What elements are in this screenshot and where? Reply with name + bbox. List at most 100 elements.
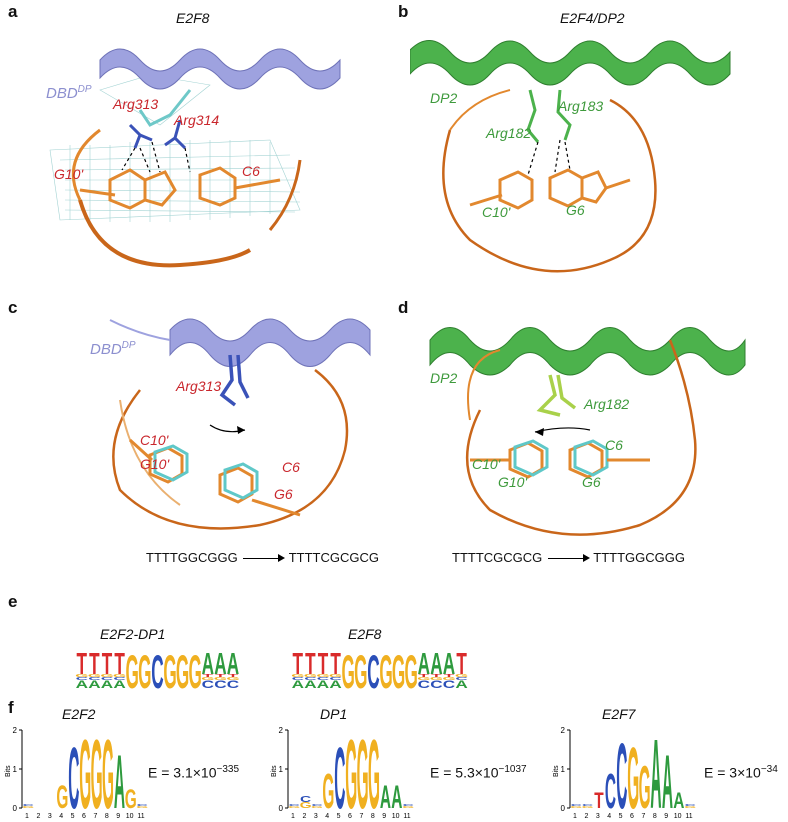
dp1-motif-letter-7-G: G	[368, 726, 380, 822]
dp1-motif-letter-6-G: G	[357, 726, 369, 822]
e2f8-letter-minor-13-C: C	[455, 676, 467, 681]
e2f2-dp1-letter-minor-1-G: G	[88, 673, 101, 678]
panel-b-arg183-label: Arg183	[558, 98, 604, 114]
e2f2-motif-letter-9-G: G	[125, 783, 137, 814]
e2f8-letter-main-4-G: G	[342, 645, 355, 690]
e2f8-letter-minor-3-A: A	[329, 679, 342, 690]
panel-a-title: E2F8	[176, 10, 210, 26]
panel-f-logo2-title: DP1	[320, 706, 348, 722]
e2f7-motif-letter-7-A: A	[650, 726, 661, 822]
dp1-motif-x-tick-label: 11	[403, 813, 410, 820]
panel-c-c10-label: C10'	[140, 432, 169, 448]
dp1-motif-letter-0-G: G	[288, 806, 300, 809]
panel-b-arg182-label: Arg182	[486, 125, 532, 141]
e2f8-letter-minor-10-G: G	[417, 676, 430, 681]
e2f8-letter-minor-3-C: C	[329, 676, 341, 681]
e2f8-letter-main-1-T: T	[305, 647, 315, 682]
dna-loop	[465, 339, 697, 536]
e2f2-motif-letter-0-C: C	[23, 804, 34, 807]
e2f8-letter-minor-2-G: G	[316, 673, 329, 678]
e2f2-dp1-letter-minor-11-C: C	[214, 679, 227, 690]
panel-a-structure	[49, 48, 341, 268]
e2f7-motif-letter-2-T: T	[594, 790, 604, 814]
e2f2-dp1-letter-main-8-G: G	[176, 645, 189, 690]
e2f7-motif-letter-6-G: G	[639, 755, 651, 822]
panel-a-arg313-label: Arg313	[113, 96, 159, 112]
panel-f-evalue-e2f7: E = 3×10−34	[704, 764, 778, 781]
panel-d-arg182-label: Arg182	[584, 396, 630, 412]
e2f2-motif-y-axis-label: Bits	[5, 765, 12, 777]
e2f7-motif-x-tick-label: 5	[619, 813, 623, 820]
e2f2-dp1-letter-main-7-G: G	[163, 645, 176, 690]
dp1-motif-letter-2-G: G	[311, 806, 323, 809]
e2f8-letter-minor-12-G: G	[442, 676, 455, 681]
panel-e-logo1-title: E2F2-DP1	[100, 626, 166, 642]
e2f2-motif-x-tick-label: 11	[137, 813, 144, 820]
e2f8-letter-main-8-G: G	[392, 645, 405, 690]
dp1-motif-y-tick-label: 2	[279, 726, 284, 735]
base-c6	[198, 166, 237, 207]
dp1-motif-x-tick-label: 4	[325, 813, 329, 820]
dp1-motif-x-tick-label: 9	[382, 813, 386, 820]
dna-loop	[112, 369, 349, 530]
base-g6	[548, 168, 631, 208]
panel-d-letter: d	[398, 298, 409, 317]
e2f7-motif-letter-3-C: C	[605, 763, 616, 818]
dp1-motif-y-tick-label: 0	[279, 804, 284, 813]
e2f7-motif-x-tick-label: 3	[596, 813, 600, 820]
e2f7-motif-x-tick-label: 6	[630, 813, 634, 820]
e2f7-motif-x-tick-label: 7	[641, 813, 645, 820]
panel-c-g10-label: G10'	[140, 456, 170, 472]
e2f8-letter-main-5-G: G	[354, 645, 367, 690]
e2f2-motif-y-tick-label: 0	[13, 804, 18, 813]
e2f2-dp1-letter-main-3-T: T	[114, 647, 124, 682]
arrow-right-icon	[243, 554, 286, 563]
e2f8-letter-minor-1-C: C	[304, 676, 316, 681]
e2f2-dp1-letter-minor-0-G: G	[75, 673, 88, 678]
panel-a-c6-label: C6	[242, 163, 260, 179]
e2f2-motif-x-tick-label: 7	[93, 813, 97, 820]
e2f2-dp1-letter-main-10-A: A	[202, 647, 214, 682]
e2f7-motif-letter-10-C: C	[685, 804, 696, 807]
e2f8-letter-minor-13-A: A	[455, 679, 468, 690]
e2f2-motif-x-tick-label: 9	[116, 813, 120, 820]
panel-b-title: E2F4/DP2	[560, 10, 625, 26]
panel-f-logo1-title: E2F2	[62, 706, 96, 722]
dp1-motif-letter-9-A: A	[391, 780, 402, 816]
e2f8-letter-minor-13-G: G	[455, 673, 468, 678]
helix-dbd	[99, 48, 341, 90]
panel-f-letter: f	[8, 698, 14, 717]
helix-dbd-overlay	[169, 318, 371, 367]
e2f8-letter-minor-0-G: G	[291, 673, 304, 678]
e2f8-letter-main-13-T: T	[456, 647, 466, 682]
e2f2-dp1-letter-main-1-T: T	[89, 647, 99, 682]
e2f2-motif-letter-10-C: C	[137, 804, 148, 807]
e2f2-motif-x-tick-label: 6	[82, 813, 86, 820]
e2f7-motif-letter-10-G: G	[684, 806, 696, 809]
e2f8-letter-main-10-A: A	[418, 647, 430, 682]
e2f7-motif-letter-4-C: C	[616, 726, 627, 822]
panel-c-sequence-change: TTTTGGCGGG TTTTCGCGCG	[146, 550, 379, 565]
e2f8-letter-minor-0-C: C	[292, 676, 304, 681]
e2f2-motif-x-tick-label: 2	[36, 813, 40, 820]
e2f2-dp1-letter-main-0-T: T	[77, 647, 87, 682]
e2f8-letter-main-9-G: G	[405, 645, 418, 690]
panel-d-g10-label: G10'	[498, 474, 528, 490]
e2f7-motif-y-axis-label: Bits	[553, 765, 560, 777]
dna-backbone	[78, 199, 252, 268]
e2f2-dp1-letter-minor-0-C: C	[76, 676, 88, 681]
panel-c-g6-label: G6	[274, 486, 293, 502]
dp1-motif-letter-1-C: C	[300, 795, 311, 804]
e2f7-motif-letter-5-G: G	[627, 730, 639, 822]
dp1-motif-x-tick-label: 7	[359, 813, 363, 820]
panel-a-letter: a	[8, 2, 18, 21]
dp1-motif-x-tick-label: 5	[337, 813, 341, 820]
panel-e-logo2-title: E2F8	[348, 626, 382, 642]
e2f8-letter-minor-0-A: A	[292, 679, 305, 690]
e2f7-motif-letter-9-A: A	[673, 790, 684, 814]
e2f7-motif-x-tick-label: 4	[607, 813, 611, 820]
panel-c-letter: c	[8, 298, 18, 317]
